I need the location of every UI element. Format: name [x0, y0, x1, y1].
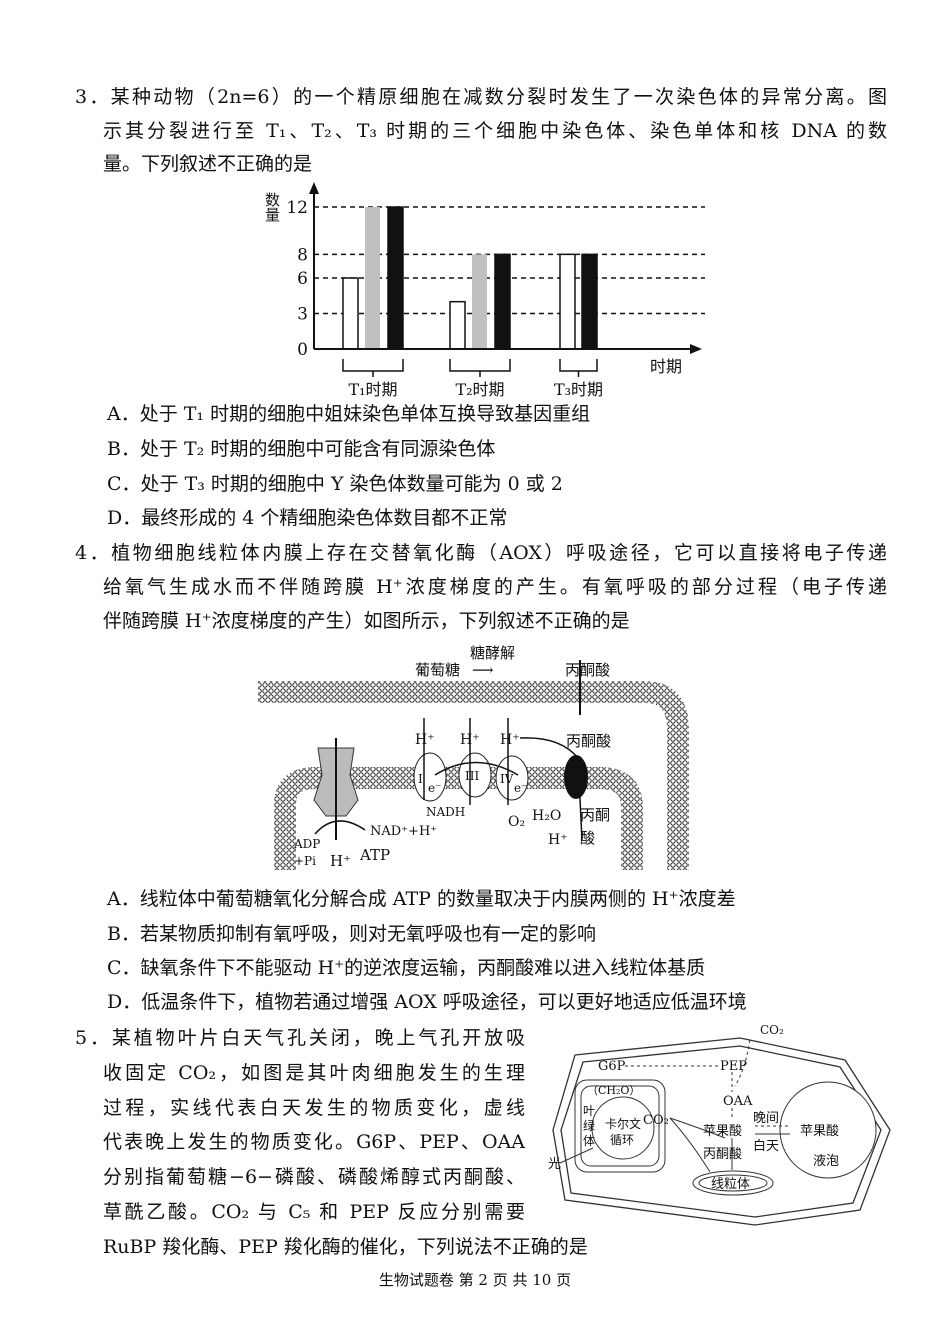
pyruvate-label-matrix-1: 丙酮 [580, 806, 610, 824]
atp-label: ATP [359, 846, 390, 864]
nadh-label: NADH [426, 805, 465, 819]
q3-line-1: 3．某种动物（2n=6）的一个精原细胞在减数分裂时发生了一次染色体的异常分离。图 [75, 86, 887, 108]
calvin-label-1: 卡尔文 [605, 1116, 641, 1131]
category-bracket [559, 359, 598, 377]
q5-line-3: 过程，实线代表白天发生的物质变化，虚线 [103, 1097, 525, 1119]
q4-option-b: B．若某物质抑制有氧呼吸，则对无氧呼吸也有一定的影响 [107, 923, 596, 945]
pyruvate-label: 丙酮酸 [703, 1147, 742, 1162]
q4-option-c: C．缺氧条件下不能驱动 H⁺的逆浓度运输，丙酮酸难以进入线粒体基质 [107, 957, 706, 979]
g6p-label: G6P [598, 1059, 626, 1074]
day-label: 白天 [753, 1138, 779, 1154]
pyruvate-transporter [564, 755, 588, 799]
hplus-label-4: H⁺ [548, 832, 568, 848]
pep-label: PEP [720, 1059, 747, 1074]
adp-label: ADP [293, 837, 320, 851]
night-label: 晚间 [753, 1111, 779, 1126]
chloroplast-label-2: 绿 [583, 1118, 595, 1133]
q4-line-3: 伴随跨膜 H⁺浓度梯度的产生）如图所示，下列叙述不正确的是 [103, 610, 630, 632]
complex-iii-label: III [465, 769, 479, 783]
hplus-label-2: H⁺ [460, 732, 480, 748]
category-label: T₁时期 [348, 380, 397, 399]
oaa-label: OAA [723, 1094, 753, 1109]
ch2o-label: （CH₂O） [587, 1084, 640, 1097]
q4-option-d: D．低温条件下，植物若通过增强 AOX 呼吸途径，可以更好地适应低温环境 [107, 991, 747, 1013]
y-tick-label: 3 [297, 305, 308, 325]
q3-option-a: A．处于 T₁ 时期的细胞中姐妹染色单体互换导致基因重组 [107, 403, 591, 425]
y-tick-label: 6 [297, 269, 308, 289]
glucose-label: 葡萄糖 [415, 661, 460, 679]
q3-line-3: 量。下列叙述不正确的是 [103, 153, 313, 175]
cam-cell-diagram: CO₂ G6P PEP （CH₂O） OAA 叶 绿 体 卡尔文 循环 CO₂ … [548, 1023, 891, 1226]
q5-line-4: 代表晚上发生的物质变化。G6P、PEP、OAA [103, 1131, 525, 1153]
vacuole-malate-label: 苹果酸 [800, 1124, 839, 1139]
hplus-label-1: H⁺ [415, 732, 435, 748]
bar-gray-2 [472, 254, 487, 349]
malate-label: 苹果酸 [703, 1124, 742, 1139]
bar-black-2 [494, 253, 511, 350]
vacuole-label: 液泡 [813, 1154, 839, 1169]
y-axis-arrow [309, 182, 319, 194]
h2o-label: H₂O [532, 808, 561, 824]
co2-atm-label: CO₂ [760, 1023, 784, 1037]
pyruvate-label-cytosol: 丙酮酸 [565, 661, 610, 679]
bar-black-1 [387, 206, 404, 350]
pyruvate-label-matrix-2: 酸 [580, 829, 595, 847]
hplus-label-matrix: H⁺ [330, 852, 351, 870]
calvin-label-2: 循环 [610, 1133, 634, 1147]
hplus-label-3: H⁺ [500, 732, 520, 748]
bar-black-3 [581, 253, 598, 350]
q3-option-c: C．处于 T₃ 时期的细胞中 Y 染色体数量可能为 0 或 2 [107, 473, 563, 495]
outer-membrane [258, 681, 689, 870]
y-tick-label: 0 [297, 340, 308, 360]
q5-line-7: RuBP 羧化酶、PEP 羧化酶的催化，下列说法不正确的是 [103, 1236, 588, 1258]
category-label: T₂时期 [455, 380, 504, 399]
q4-line-2: 给氧气生成水而不伴随跨膜 H⁺浓度梯度的产生。有氧呼吸的部分过程（电子传递 [103, 576, 887, 598]
light-label: 光 [548, 1157, 561, 1172]
chloroplast-label-1: 叶 [583, 1104, 595, 1118]
y-tick-label: 12 [286, 198, 308, 218]
chloroplast-label-3: 体 [583, 1134, 595, 1148]
o2-label: O₂ [508, 814, 525, 830]
arrow-right: ⟶ [472, 661, 494, 679]
q3-line-2: 示其分裂进行至 T₁、T₂、T₃ 时期的三个细胞中染色体、染色单体和核 DNA … [103, 120, 887, 142]
category-bracket [342, 359, 404, 377]
complex-i-label: I [418, 772, 423, 786]
mitochondria-diagram: 糖酵解 葡萄糖 ⟶ 丙酮酸 丙酮酸 H⁺ H⁺ H⁺ I III IV e⁻ e… [258, 644, 689, 870]
complex-iv-label: IV [500, 772, 514, 786]
inner-membrane [274, 767, 643, 870]
page-footer: 生物试题卷 第 2 页 共 10 页 [378, 1271, 572, 1289]
y-tick-label: 8 [297, 245, 308, 265]
q3-option-d: D．最终形成的 4 个精细胞染色体数目都不正常 [107, 507, 508, 529]
q4-line-1: 4．植物细胞线粒体内膜上存在交替氧化酶（AOX）呼吸途径，它可以直接将电子传递 [75, 542, 887, 564]
electron-label-2: e⁻ [514, 781, 527, 795]
electron-label-1: e⁻ [428, 781, 441, 795]
bar-gray-1 [365, 207, 380, 349]
complex-i [413, 752, 447, 802]
x-axis-arrow [690, 344, 702, 354]
x-axis-label: 时期 [650, 357, 682, 376]
complex-iv [495, 755, 529, 801]
q5-line-1: 5．某植物叶片白天气孔关闭，晚上气孔开放吸 [75, 1027, 525, 1049]
q4-option-a: A．线粒体中葡萄糖氧化分解合成 ATP 的数量取决于内膜两侧的 H⁺浓度差 [107, 888, 736, 910]
glycolysis-label: 糖酵解 [470, 644, 515, 662]
q5-line-5: 分别指葡萄糖−6−磷酸、磷酸烯醇式丙酮酸、 [103, 1166, 525, 1188]
mitochondrion-label: 线粒体 [711, 1177, 750, 1192]
q5-line-6: 草酰乙酸。CO₂ 与 C₅ 和 PEP 反应分别需要 [103, 1201, 525, 1223]
category-label: T₃时期 [554, 380, 603, 399]
q5-line-2: 收固定 CO₂，如图是其叶肉细胞发生的生理 [103, 1062, 525, 1084]
bar-white-2 [449, 300, 466, 350]
co2-chloroplast-label: CO₂ [643, 1113, 669, 1128]
y-axis-label: 数量 [263, 192, 281, 222]
nad-label: NAD⁺+H⁺ [370, 824, 437, 839]
pyruvate-label-ims: 丙酮酸 [566, 732, 611, 750]
bar-white-3 [559, 253, 576, 350]
bar-chart: 数量 时期 0 3 6 8 12 T₁时期 T₂时期 T₃时期 [263, 182, 705, 399]
bar-white-1 [342, 277, 359, 350]
pi-label: +Pi [294, 854, 316, 868]
q3-option-b: B．处于 T₂ 时期的细胞中可能含有同源染色体 [107, 438, 496, 460]
complex-iii [458, 752, 492, 798]
category-bracket [449, 359, 511, 377]
